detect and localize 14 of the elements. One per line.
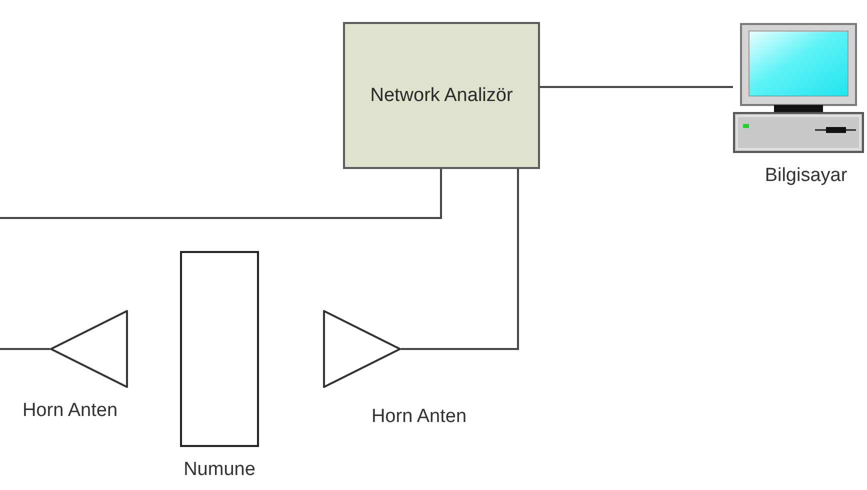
connector-line: [540, 86, 733, 88]
antenna-symbol: [50, 310, 128, 388]
node-label: Bilgisayar: [764, 165, 848, 187]
antenna-symbol: [323, 310, 401, 388]
connector-line: [0, 169, 442, 219]
sample-block: [180, 251, 259, 447]
instrument-box: [343, 22, 540, 169]
node-label: Numune: [184, 459, 256, 481]
node-label: Horn Anten: [22, 400, 118, 422]
connector-line: [401, 169, 519, 350]
connector-line: [0, 348, 50, 350]
computer-illustration: [733, 23, 864, 153]
box-label: Network Analizör: [370, 84, 513, 106]
node-label: Horn Anten: [371, 406, 467, 428]
